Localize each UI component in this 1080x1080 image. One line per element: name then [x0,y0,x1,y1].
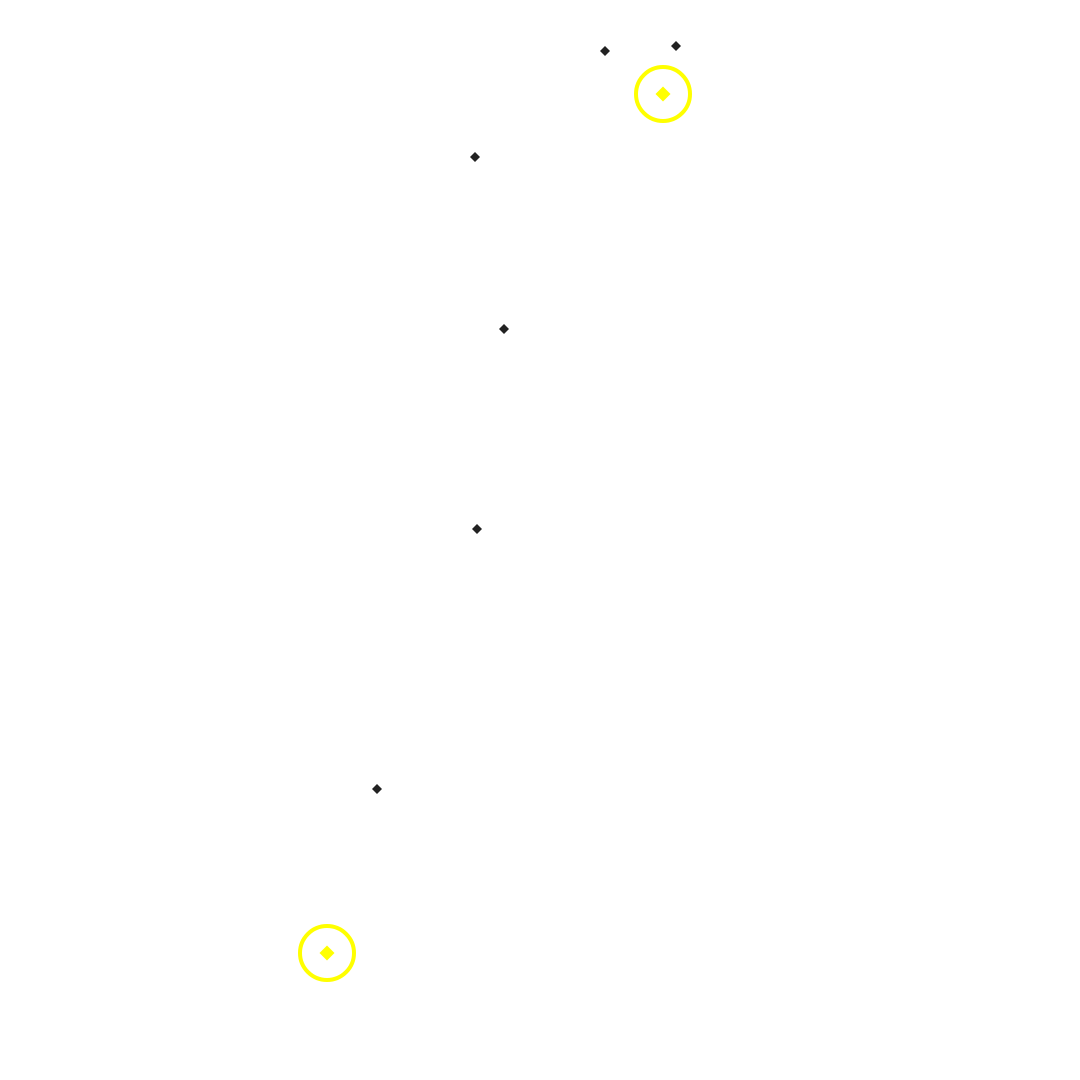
dot-marker[interactable] [470,152,480,162]
dot-marker[interactable] [671,41,681,51]
highlight-ring [634,65,692,123]
dot-marker[interactable] [472,524,482,534]
highlight-ring [298,924,356,982]
dot-marker[interactable] [600,46,610,56]
highlighted-dot-marker[interactable] [319,945,335,961]
dot-marker[interactable] [372,784,382,794]
dot-marker[interactable] [499,324,509,334]
highlighted-dot-marker[interactable] [655,86,671,102]
